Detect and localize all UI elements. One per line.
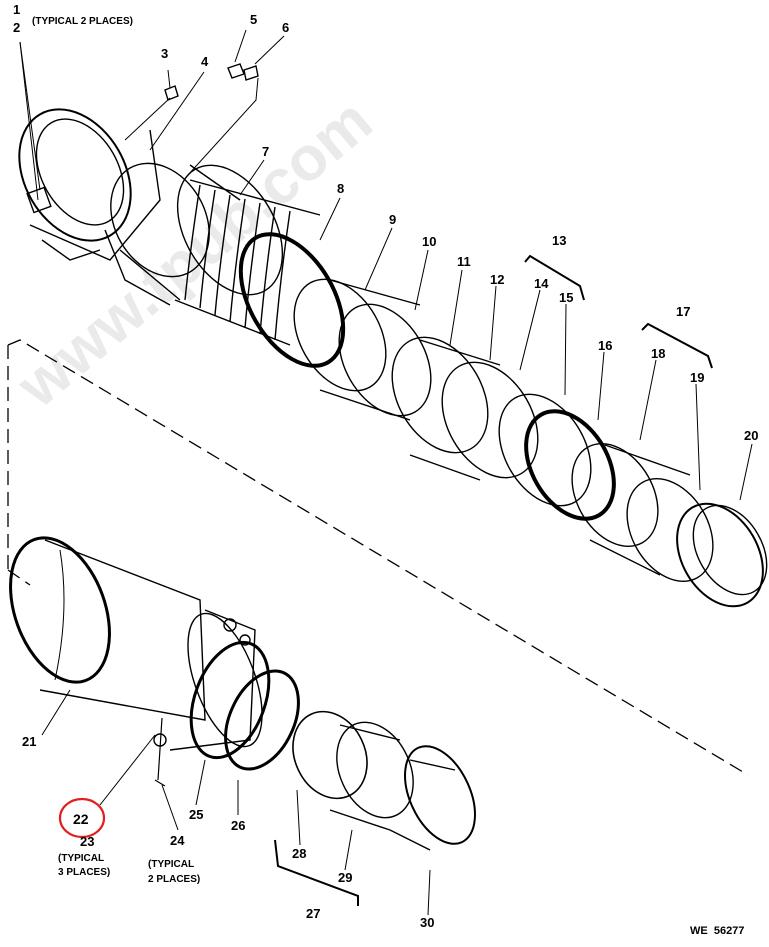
callout-13: 13 [552,233,566,248]
group-brackets [274,254,713,906]
upper-assembly [18,63,768,608]
callout-8: 8 [337,181,344,196]
callout-26: 26 [231,818,245,833]
callout-30: 30 [420,915,434,930]
figure-id: WE 56277 [690,925,744,937]
part-26-o-ring [224,669,300,771]
part-7-bellows [174,164,321,346]
part-21-shell [9,536,206,721]
callout-1: 1 [13,2,20,17]
callout-17: 17 [676,304,690,319]
callout-24-note-2: 2 PLACES) [148,874,200,885]
screw-parts [124,63,259,176]
callout-2-note: (TYPICAL 2 PLACES) [32,16,133,27]
highlight-circle-22 [58,797,106,839]
callout-24: 24 [170,833,185,848]
callout-21: 21 [22,734,36,749]
callout-11: 11 [457,254,471,269]
callout-2: 2 [13,20,20,35]
part-4-housing [104,162,241,306]
end-fittings [571,443,768,608]
middle-cylinders [293,278,592,507]
dashed-leader-path [7,339,749,776]
callout-labels: 1 2 (TYPICAL 2 PLACES) 3 4 5 6 7 8 9 10 … [13,2,758,930]
callout-27: 27 [306,906,320,921]
callout-29: 29 [338,870,352,885]
callout-25: 25 [189,807,203,822]
callout-20: 20 [744,428,758,443]
part-30-fitting [389,745,476,851]
callout-16: 16 [598,338,612,353]
callout-9: 9 [389,212,396,227]
part-25-o-ring [189,640,271,760]
callout-23-note-1: (TYPICAL [58,853,104,864]
callout-19: 19 [690,370,704,385]
callout-3: 3 [161,46,168,61]
part-16-o-ring [524,409,616,521]
part-24-screw [154,717,166,787]
callout-12: 12 [490,272,504,287]
callout-4: 4 [201,54,209,69]
callout-14: 14 [534,276,549,291]
callout-18: 18 [651,346,665,361]
lower-assembly [9,536,476,851]
bracket-27 [274,839,359,906]
callout-5: 5 [250,12,257,27]
flange-clamp [153,609,263,751]
callout-7: 7 [262,144,269,159]
callout-15: 15 [559,290,573,305]
callout-24-note-1: (TYPICAL [148,859,194,870]
bracket-13 [524,254,585,301]
part-28-cap [292,710,368,800]
callout-23: 23 [80,834,94,849]
callout-10: 10 [422,234,436,249]
callout-23-note-2: 3 PLACES) [58,867,110,878]
leader-lines [19,29,753,916]
callout-28: 28 [292,846,306,861]
part-1-ring-bracket [18,108,161,261]
bracket-17 [641,322,713,369]
callout-22: 22 [73,811,89,827]
part-29-cylinder [329,721,414,831]
callout-6: 6 [282,20,289,35]
